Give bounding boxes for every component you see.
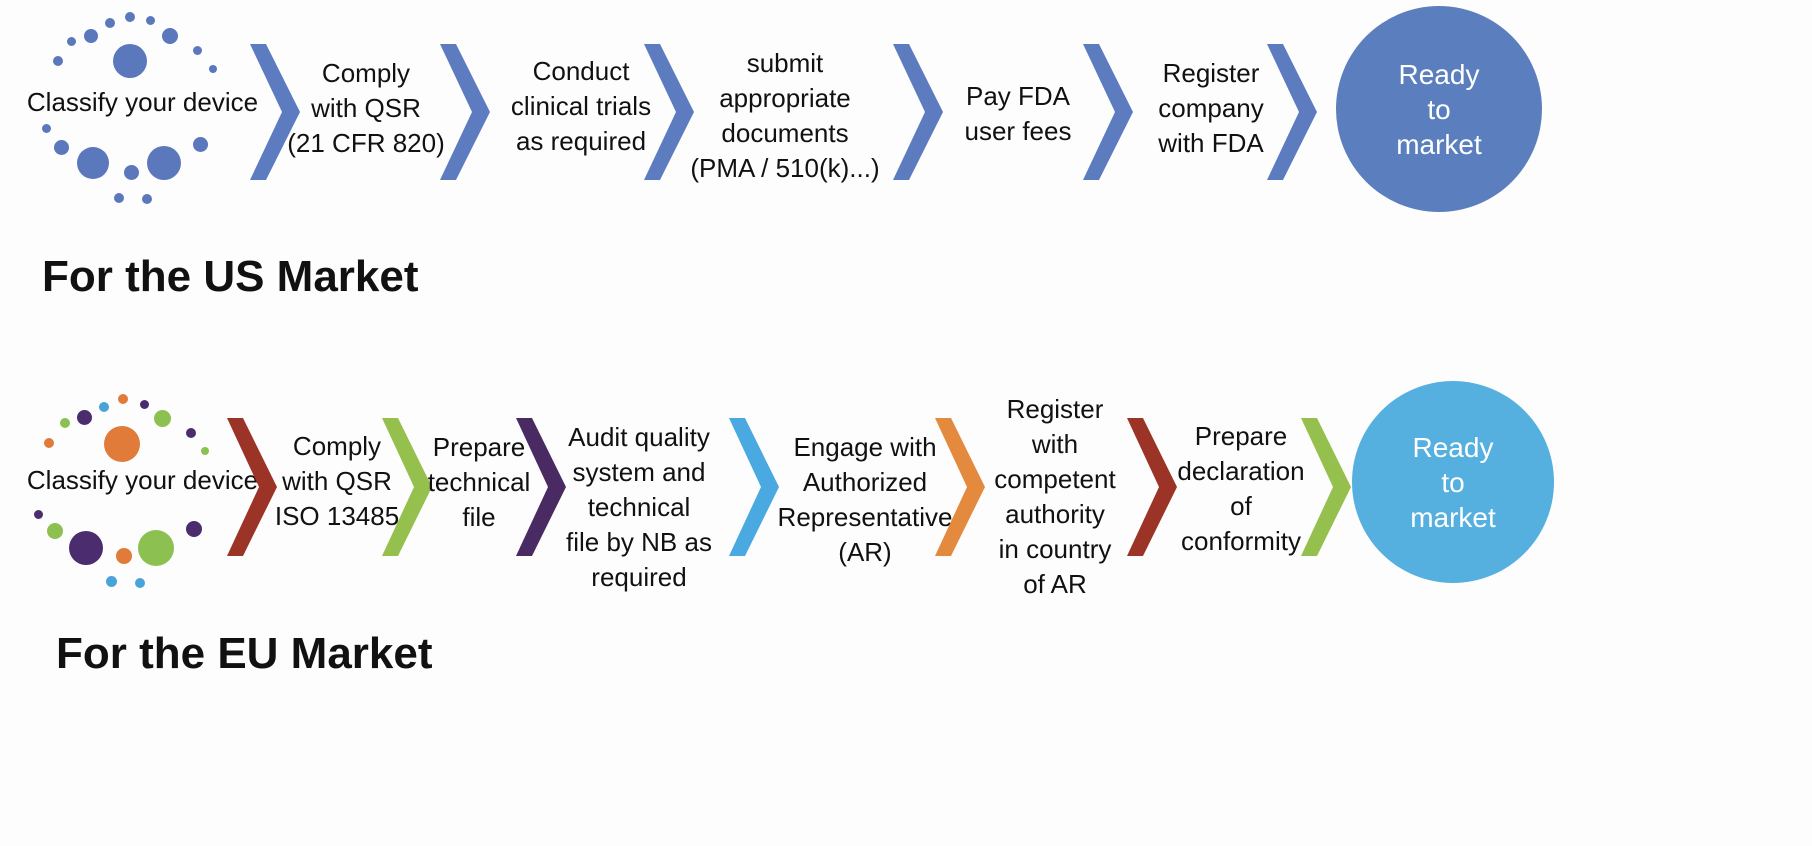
eu-classify-label: Classify your device (26, 465, 259, 495)
eu-chevron-5-icon (935, 418, 985, 556)
eu-step-register-authority: Register with competent authority in cou… (994, 394, 1116, 599)
eu-market-title: For the EU Market (56, 629, 433, 678)
us-chevron-4-icon (893, 44, 943, 180)
us-classify-label: Classify your device (26, 87, 259, 117)
us-step-comply-qsr: Comply with QSR (21 CFR 820) (287, 58, 445, 158)
us-step-submit-documents: submit appropriate documents (PMA / 510(… (690, 48, 880, 183)
eu-chevron-4-icon (729, 418, 779, 556)
eu-ready-to-market-label: Ready to market (1410, 431, 1496, 533)
eu-chevron-1-icon (227, 418, 277, 556)
eu-step-comply-iso: Comply with QSR ISO 13485 (274, 431, 400, 531)
us-chevron-5-icon (1083, 44, 1133, 180)
us-ready-to-market-circle: Ready to market (1336, 6, 1542, 212)
eu-chevron-3-icon (516, 418, 566, 556)
eu-chevron-6-icon (1127, 418, 1177, 556)
us-step-fda-fees: Pay FDA user fees (964, 81, 1072, 146)
us-chevron-3-icon (644, 44, 694, 180)
us-market-title: For the US Market (42, 252, 419, 301)
eu-chevron-2-icon (382, 418, 432, 556)
eu-step-audit-quality: Audit quality system and technical file … (566, 422, 712, 592)
eu-step-technical-file: Prepare technical file (427, 432, 531, 532)
us-chevron-1-icon (250, 44, 300, 180)
us-chevron-6-icon (1267, 44, 1317, 180)
us-ready-to-market-label: Ready to market (1396, 58, 1482, 160)
us-chevron-2-icon (440, 44, 490, 180)
eu-chevron-7-icon (1301, 418, 1351, 556)
us-step-clinical-trials: Conduct clinical trials as required (510, 56, 652, 156)
eu-step-authorized-representative: Engage with Authorized Representative (A… (777, 432, 953, 567)
us-step-register-company: Register company with FDA (1158, 58, 1264, 158)
eu-step-declaration-conformity: Prepare declaration of conformity (1177, 421, 1305, 556)
eu-ready-to-market-circle: Ready to market (1352, 381, 1554, 583)
